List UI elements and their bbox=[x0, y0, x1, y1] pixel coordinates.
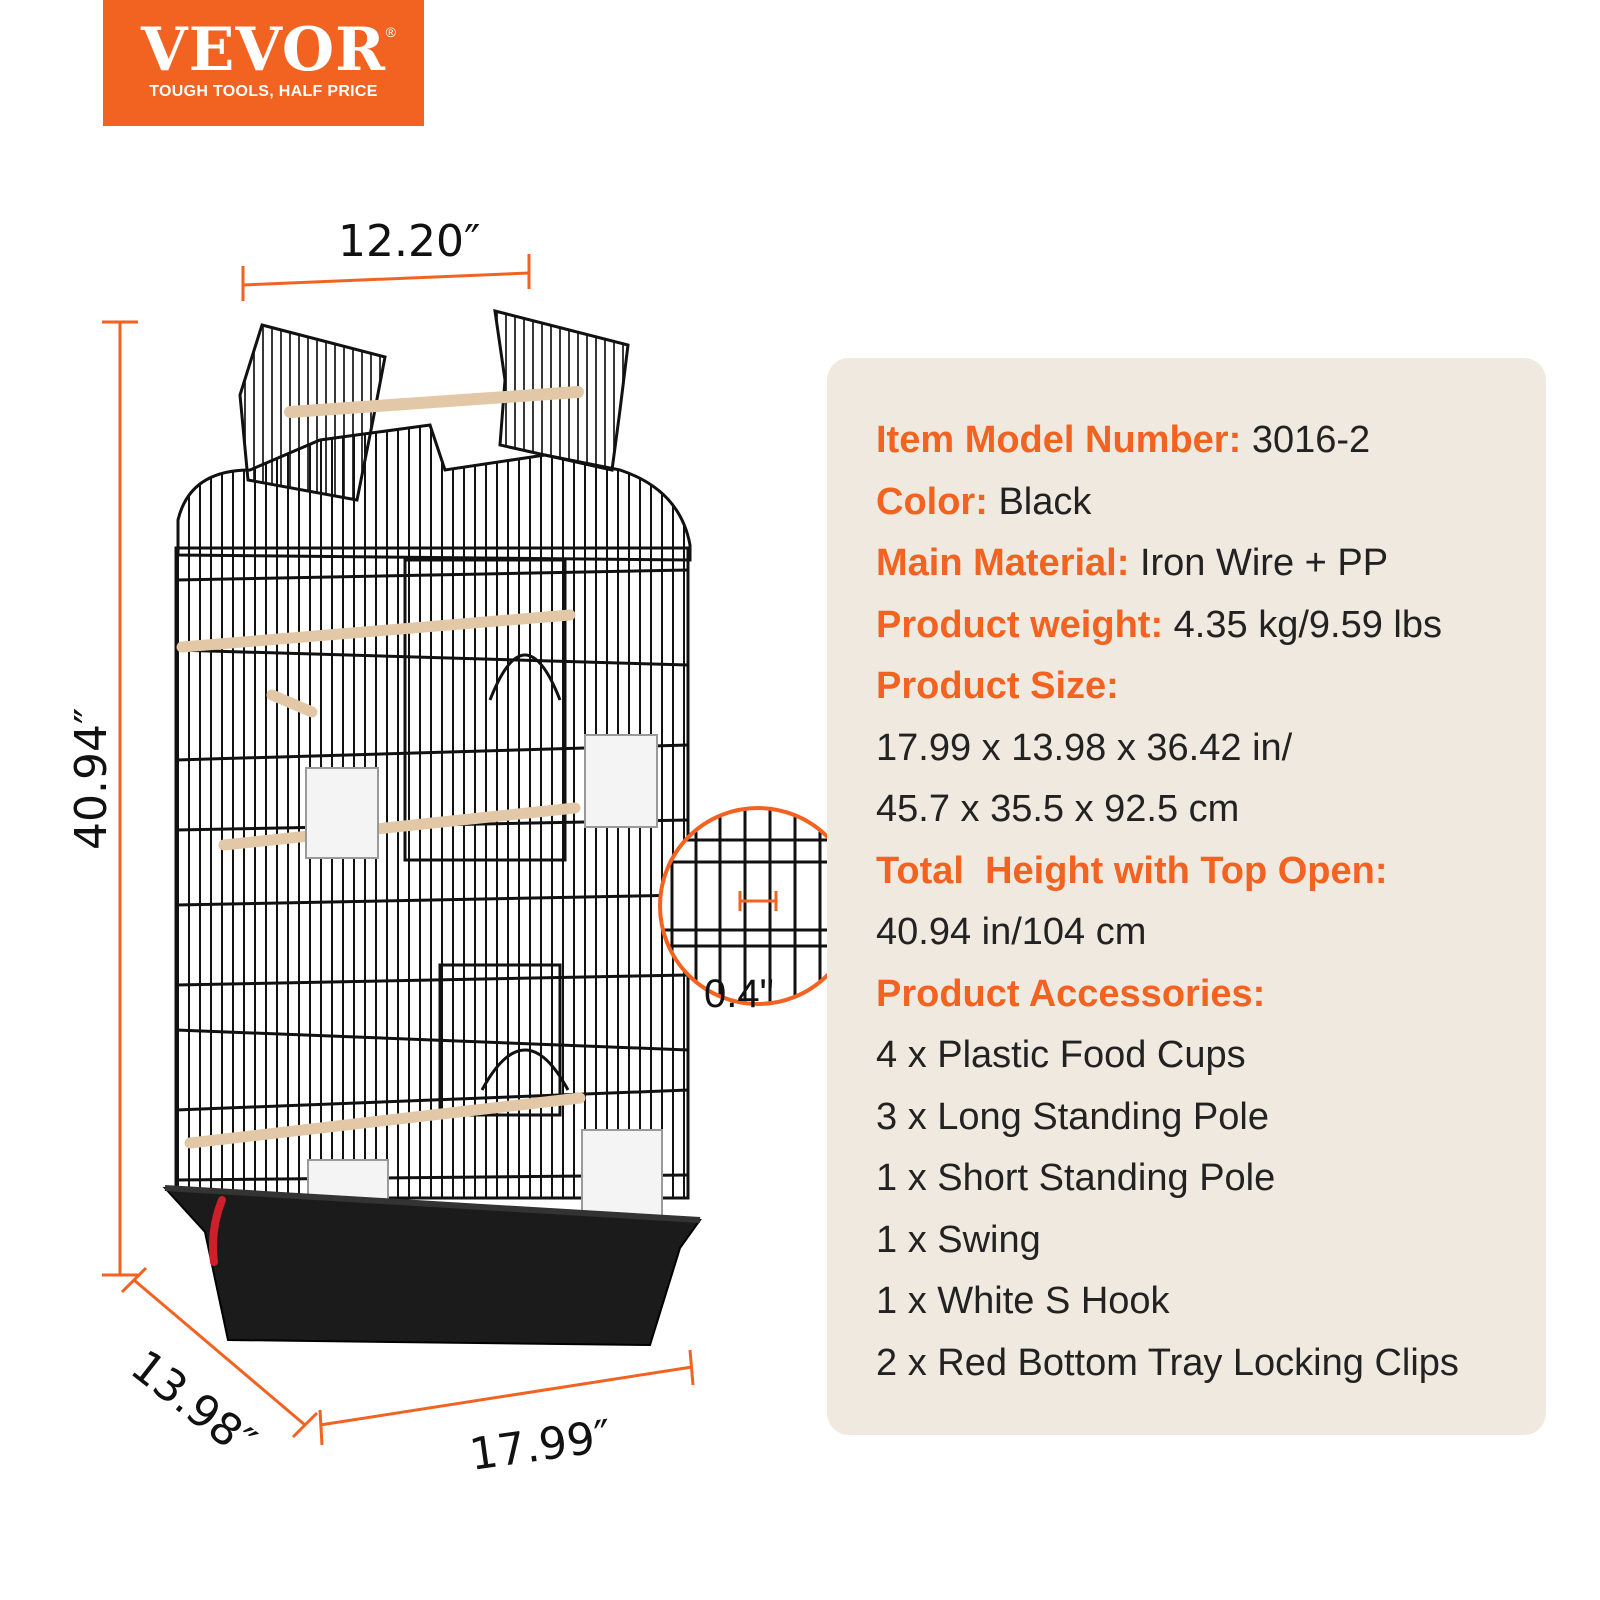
mesh-detail-callout bbox=[658, 806, 858, 1006]
spec-weight-row: Product weight: 4.35 kg/9.59 lbs bbox=[876, 595, 1526, 657]
accessory-item: 1 x Short Standing Pole bbox=[876, 1157, 1276, 1199]
spec-color-value: Black bbox=[998, 480, 1092, 523]
swing-lower bbox=[480, 1048, 570, 1091]
food-cup bbox=[584, 734, 658, 828]
tray-rim bbox=[164, 1185, 701, 1223]
spec-color-label: Color: bbox=[876, 480, 988, 523]
dimension-lines bbox=[102, 254, 695, 1446]
spec-material-value: Iron Wire + PP bbox=[1139, 542, 1389, 584]
logo-wordmark: VEVOR bbox=[141, 15, 386, 85]
swing-upper bbox=[488, 653, 562, 701]
mesh-spacing-label: 0.4" bbox=[704, 972, 774, 1016]
food-cup bbox=[305, 767, 379, 859]
accessory-item: 2 x Red Bottom Tray Locking Clips bbox=[876, 1341, 1459, 1384]
dim-width: 17.99″ bbox=[466, 1411, 614, 1481]
spec-material-label: Main Material: bbox=[876, 542, 1130, 584]
accessory-item: 4 x Plastic Food Cups bbox=[876, 1034, 1246, 1076]
spec-color-row: Color: Black bbox=[876, 472, 1526, 534]
cage-roof bbox=[176, 423, 692, 562]
front-door-upper bbox=[403, 558, 567, 862]
top-perch bbox=[284, 386, 584, 418]
accessory-item: 1 x Swing bbox=[876, 1218, 1041, 1261]
food-cup bbox=[581, 1129, 663, 1226]
vevor-logo: VEVOR ® TOUGH TOOLS, HALF PRICE bbox=[103, 0, 424, 126]
accessory-item: 1 x White S Hook bbox=[876, 1280, 1170, 1322]
bird-cage bbox=[162, 308, 702, 1347]
spec-size-label: Product Size: bbox=[876, 665, 1119, 707]
accessory-item: 3 x Long Standing Pole bbox=[876, 1095, 1269, 1138]
spec-size-row: Product Size: bbox=[876, 656, 1526, 718]
dim-top-width: 12.20″ bbox=[338, 216, 480, 267]
spec-weight-label: Product weight: bbox=[876, 603, 1164, 646]
registered-mark: ® bbox=[385, 24, 396, 40]
spec-model-value: 3016-2 bbox=[1251, 419, 1371, 461]
spec-size-metric: 45.7 x 35.5 x 92.5 cm bbox=[876, 788, 1240, 830]
spec-total-height-value: 40.94 in/104 cm bbox=[876, 911, 1147, 953]
spec-panel: Item Model Number: 3016-2 Color: Black M… bbox=[827, 358, 1546, 1435]
spec-size-imperial: 17.99 x 13.98 x 36.42 in/ bbox=[876, 726, 1293, 769]
spec-total-height-label: Total Height with Top Open: bbox=[876, 849, 1388, 892]
spec-model-label: Item Model Number: bbox=[876, 419, 1242, 461]
logo-tagline: TOUGH TOOLS, HALF PRICE bbox=[149, 83, 378, 100]
spec-accessories-row: Product Accessories: bbox=[876, 964, 1526, 1026]
spec-list: Item Model Number: 3016-2 Color: Black M… bbox=[876, 410, 1526, 1394]
spec-total-height-row: Total Height with Top Open: bbox=[876, 841, 1526, 903]
cage-rings bbox=[175, 568, 689, 1182]
red-tray-clip bbox=[209, 1196, 226, 1266]
dim-height: 40.94″ bbox=[66, 708, 117, 850]
perches bbox=[176, 609, 586, 1149]
front-door-lower bbox=[438, 963, 562, 1117]
spec-accessories-label: Product Accessories: bbox=[876, 972, 1266, 1015]
dim-depth: 13.98″ bbox=[121, 1340, 265, 1468]
spec-material-row: Main Material: Iron Wire + PP bbox=[876, 533, 1526, 595]
spec-weight-value: 4.35 kg/9.59 lbs bbox=[1173, 603, 1442, 646]
spec-model-row: Item Model Number: 3016-2 bbox=[876, 410, 1526, 472]
